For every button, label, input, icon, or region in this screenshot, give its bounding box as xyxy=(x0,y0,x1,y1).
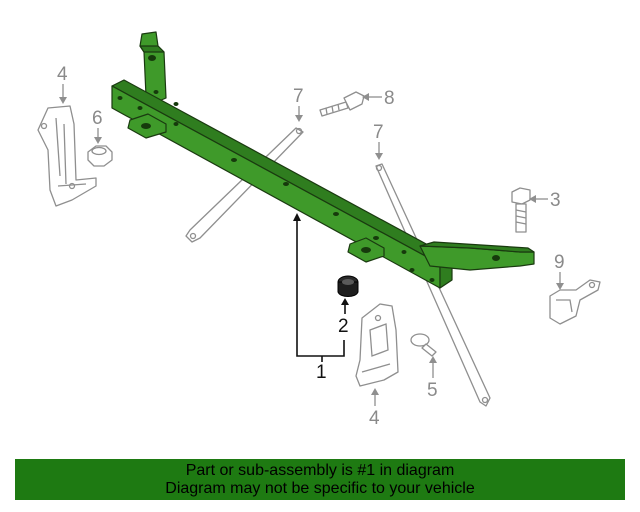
info-banner: Part or sub-assembly is #1 in diagram Di… xyxy=(15,459,625,500)
part-1-cross-member[interactable] xyxy=(111,31,535,289)
part-7-right-rod[interactable] xyxy=(375,163,491,407)
part-8-bolt[interactable] xyxy=(319,91,365,117)
arrowhead-2 xyxy=(341,298,349,305)
callout-4-lower: 4 xyxy=(369,408,380,429)
arrowhead-5 xyxy=(429,356,437,363)
arrowhead-3 xyxy=(529,195,536,203)
part-2-grommet[interactable] xyxy=(337,275,359,297)
arrowhead-1 xyxy=(293,213,301,221)
arrowhead-7-right xyxy=(375,153,383,160)
callout-3: 3 xyxy=(550,190,561,211)
callout-5: 5 xyxy=(427,380,438,401)
callout-9: 9 xyxy=(554,252,565,273)
part-5-push-pin[interactable] xyxy=(410,333,437,357)
part-3-bolt[interactable] xyxy=(511,187,531,233)
leader-1 xyxy=(296,218,345,357)
part-4-upper-bracket[interactable] xyxy=(37,105,97,207)
callout-7-right: 7 xyxy=(373,122,384,143)
arrowhead-4-upper xyxy=(59,97,67,104)
callout-6: 6 xyxy=(92,108,103,129)
banner-line-1: Part or sub-assembly is #1 in diagram xyxy=(185,461,455,479)
callout-2: 2 xyxy=(338,316,349,337)
part-7-left-rod[interactable] xyxy=(185,127,304,243)
part-6-nut[interactable] xyxy=(87,145,113,167)
parts-diagram: 4 6 7 8 7 3 xyxy=(37,31,601,429)
banner-line-2: Diagram may not be specific to your vehi… xyxy=(165,479,475,497)
arrowhead-9 xyxy=(556,283,564,290)
part-4-lower-bracket[interactable] xyxy=(355,303,399,387)
arrowhead-7-left xyxy=(295,115,303,122)
arrowhead-8 xyxy=(362,93,369,101)
callout-4-upper: 4 xyxy=(57,64,68,85)
callout-7-left: 7 xyxy=(293,86,304,107)
callout-8: 8 xyxy=(384,88,395,109)
part-9-bracket[interactable] xyxy=(549,279,601,325)
callout-1: 1 xyxy=(316,362,327,383)
arrowhead-6 xyxy=(94,137,102,144)
arrowhead-4-lower xyxy=(371,388,379,395)
